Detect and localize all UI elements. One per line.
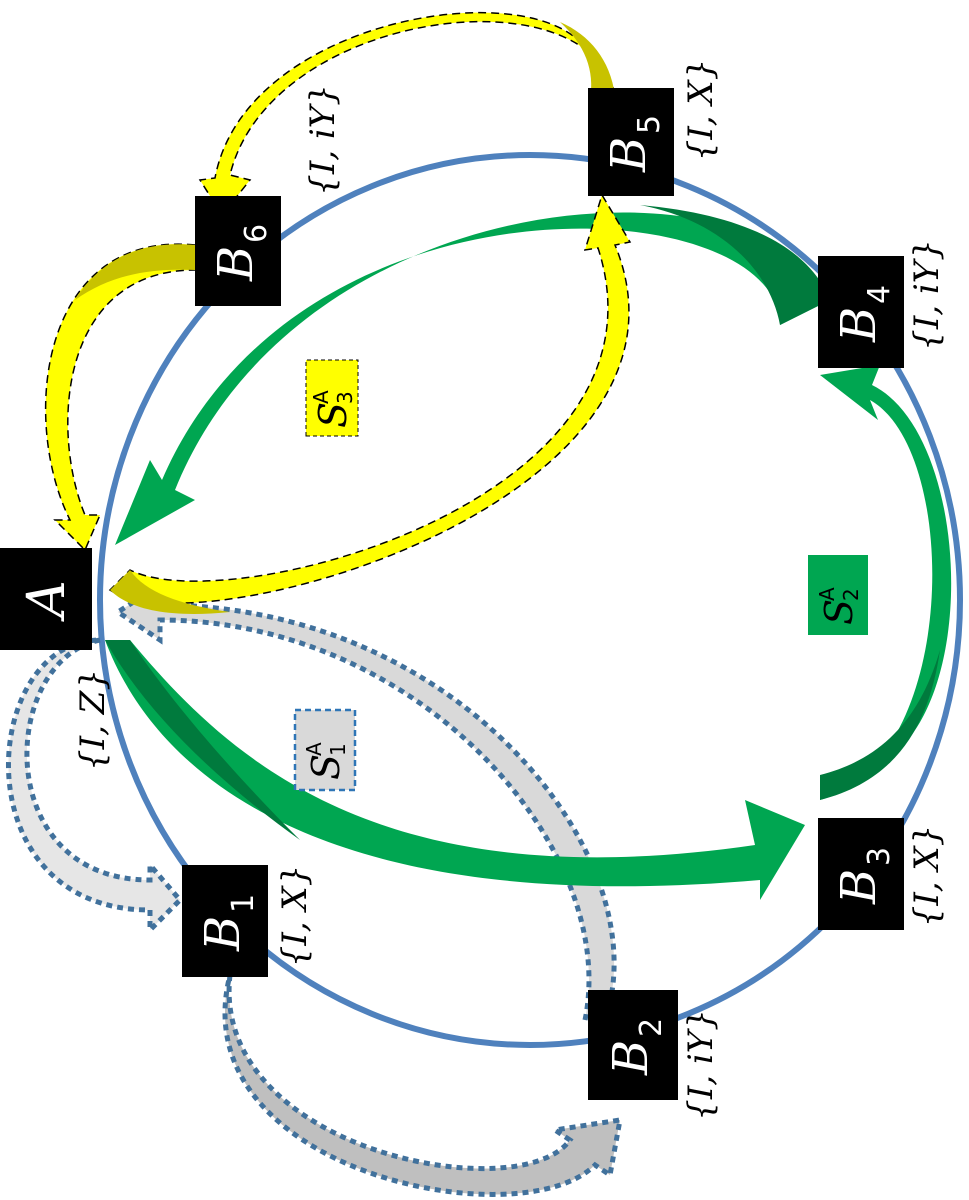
node-b1-sub: 1 (226, 894, 261, 913)
yellow-arrow-a-to-b5 (108, 193, 632, 604)
node-b4-sub: 4 (862, 285, 897, 304)
stabilizer-s2-sup: A (815, 587, 839, 601)
node-b6: B 6 (195, 196, 281, 306)
stabilizer-s2: S A 2 (808, 555, 868, 635)
yellow-arrow-b6-to-a-shade (75, 244, 195, 300)
set-label-b3: {I, X} (907, 825, 947, 928)
node-b3-sub: 3 (862, 847, 897, 866)
node-b1-letter: B (195, 916, 251, 952)
node-b1: B 1 (182, 865, 268, 977)
node-b5-letter: B (601, 137, 657, 173)
stabilizer-s1-sub: 1 (326, 743, 350, 756)
green-arrow-b3-to-b4 (820, 365, 952, 800)
stabilizer-s1-main: S (304, 754, 348, 780)
ring (97, 152, 963, 1048)
yellow-arrow-b6-to-a (44, 243, 196, 552)
node-a-letter: A (17, 580, 77, 622)
node-a: A (0, 548, 92, 650)
node-b5-sub: 5 (632, 115, 667, 134)
set-label-a: {I, Z} (73, 669, 113, 771)
node-b5: B 5 (588, 88, 674, 196)
set-label-b1: {I, X} (275, 865, 315, 968)
stabilizer-s1-sup: A (302, 742, 326, 756)
stabilizer-s2-sub: 2 (839, 588, 863, 601)
node-b4: B 4 (818, 256, 904, 368)
set-label-b2: {I, iY} (681, 1009, 721, 1121)
yellow-arrow-b5-to-b6 (198, 11, 616, 217)
stabilizer-s3-main: S (311, 402, 355, 428)
stabilizer-s3-sup: A (309, 390, 333, 404)
yellow-arrow-a-to-b5-shade (110, 570, 230, 614)
green-arrow-a-to-b3 (105, 640, 805, 900)
gray-arrow-b1-to-b2 (222, 974, 624, 1197)
set-label-b4: {I, iY} (907, 239, 947, 351)
stabilizer-s3: S A 3 (305, 359, 359, 437)
node-b2: B 2 (588, 990, 678, 1100)
node-b6-sub: 6 (239, 224, 274, 243)
node-b3-letter: B (831, 869, 887, 905)
stabilizer-s1: S A 1 (293, 708, 357, 792)
node-b6-letter: B (208, 246, 264, 282)
stabilizer-s3-sub: 3 (333, 391, 357, 404)
green-arrows (105, 205, 952, 900)
green-arrow-b3-to-b4-shade (820, 650, 940, 800)
yellow-arrow-b5-to-b6-shade (560, 22, 615, 100)
node-b2-letter: B (603, 1040, 659, 1076)
node-b3: B 3 (818, 818, 904, 930)
node-b2-sub: 2 (634, 1018, 669, 1037)
set-label-b6: {I, iY} (303, 84, 343, 196)
node-b4-letter: B (831, 307, 887, 343)
gray-arrow-a-to-b1 (5, 637, 184, 937)
green-arrow-b4-to-a-shade (640, 205, 830, 325)
yellow-arrows (44, 11, 632, 614)
green-arrow-a-to-b3-shade (105, 640, 300, 840)
stabilizer-s2-main: S (817, 599, 861, 625)
set-label-b5: {I, X} (681, 59, 721, 162)
